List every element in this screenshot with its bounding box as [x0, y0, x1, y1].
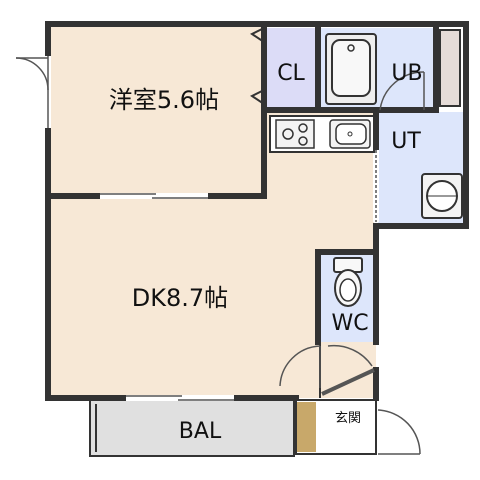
western-room-area — [48, 24, 264, 196]
wall-niche — [439, 29, 461, 107]
hall-door-leaf — [321, 368, 375, 396]
entrance-label: 玄関 — [335, 411, 361, 426]
closet-label: CL — [277, 61, 305, 86]
sink-icon — [329, 119, 371, 149]
washing-machine-icon — [421, 173, 463, 219]
toilet-icon — [333, 257, 363, 307]
entrance-outline — [295, 399, 377, 455]
western-room-door-gap — [100, 193, 208, 199]
closet-door-top — [250, 27, 265, 43]
entrance-door-swing — [377, 409, 421, 455]
hall-door-swing — [327, 344, 373, 367]
west-window-swing — [15, 57, 49, 91]
balcony-area — [90, 400, 294, 456]
utility-label: UT — [391, 129, 421, 154]
shoe-box — [296, 402, 316, 452]
western-room-label: 洋室5.6帖 — [109, 86, 219, 114]
balcony-label: BAL — [179, 419, 222, 444]
ub-door-swing — [379, 71, 425, 111]
bathtub-icon — [325, 33, 377, 105]
dk-label: DK8.7帖 — [132, 284, 228, 312]
closet-area — [264, 28, 318, 110]
balcony-window-gap — [126, 395, 234, 401]
unit-bath-label: UB — [391, 61, 422, 86]
walls — [45, 21, 469, 401]
closet-door-bottom — [250, 89, 265, 105]
kitchen-counter — [269, 115, 375, 153]
stove-icon — [275, 119, 315, 149]
toilet-label: WC — [331, 311, 368, 336]
wc-door-swing — [279, 345, 321, 387]
